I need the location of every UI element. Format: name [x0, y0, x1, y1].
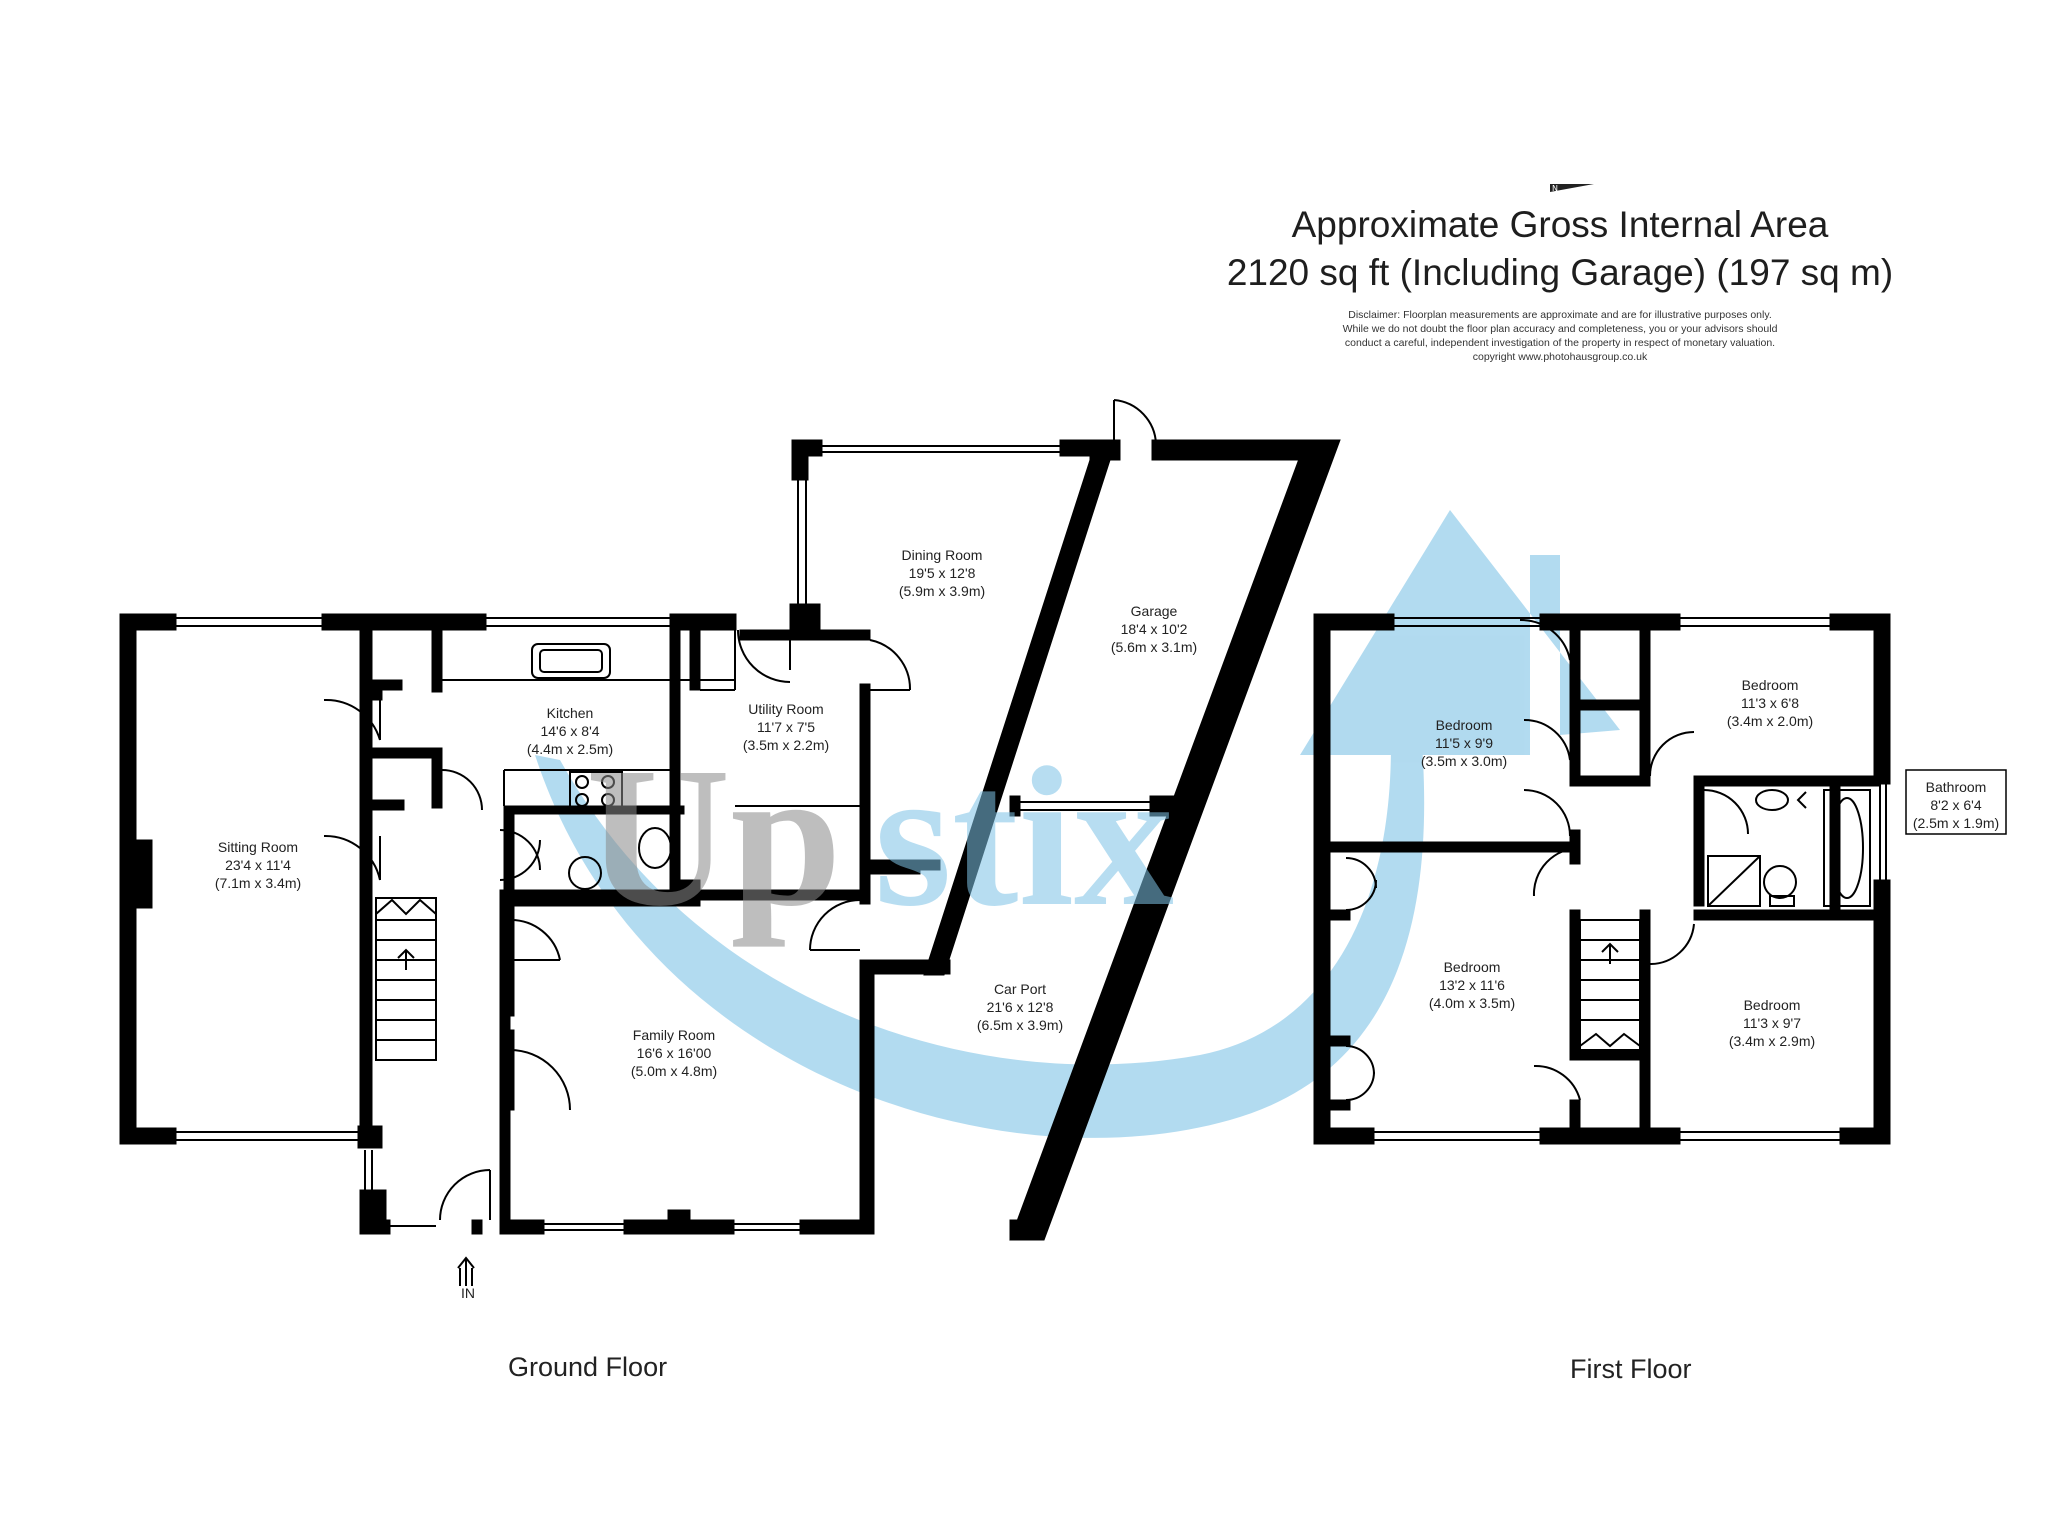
room-label-sitting-room: Sitting Room 23'4 x 11'4 (7.1m x 3.4m) — [215, 839, 301, 891]
svg-text:23'4 x 11'4: 23'4 x 11'4 — [225, 857, 291, 873]
room-label-car-port: Car Port 21'6 x 12'8 (6.5m x 3.9m) — [977, 981, 1063, 1033]
ground-staircase — [375, 897, 437, 1061]
svg-text:11'3 x 6'8: 11'3 x 6'8 — [1741, 695, 1799, 711]
svg-text:13'2 x 11'6: 13'2 x 11'6 — [1439, 977, 1505, 993]
area-title: Approximate Gross Internal Area — [1291, 204, 1829, 245]
svg-text:11'5 x 9'9: 11'5 x 9'9 — [1435, 735, 1493, 751]
first-floor-label: First Floor — [1570, 1354, 1692, 1384]
disclaimer-line: conduct a careful, independent investiga… — [1344, 337, 1776, 349]
svg-text:16'6 x 16'00: 16'6 x 16'00 — [637, 1045, 712, 1061]
svg-text:19'5 x 12'8: 19'5 x 12'8 — [909, 565, 976, 581]
svg-text:21'6 x 12'8: 21'6 x 12'8 — [987, 999, 1054, 1015]
svg-text:(7.1m x 3.4m): (7.1m x 3.4m) — [215, 875, 301, 891]
svg-text:Bedroom: Bedroom — [1444, 959, 1501, 975]
room-labels: Sitting Room 23'4 x 11'4 (7.1m x 3.4m) K… — [215, 547, 1999, 1301]
room-label-bedroom-1: Bedroom 11'5 x 9'9 (3.5m x 3.0m) — [1421, 717, 1507, 769]
north-compass-icon: N — [1550, 184, 1594, 193]
room-label-bathroom: Bathroom 8'2 x 6'4 (2.5m x 1.9m) — [1913, 779, 1999, 831]
svg-text:Bedroom: Bedroom — [1744, 997, 1801, 1013]
bathroom-fixtures — [1707, 789, 1871, 907]
svg-text:Bedroom: Bedroom — [1436, 717, 1493, 733]
svg-text:Garage: Garage — [1131, 603, 1178, 619]
room-label-bedroom-4: Bedroom 11'3 x 9'7 (3.4m x 2.9m) — [1729, 997, 1815, 1049]
room-label-bedroom-3: Bedroom 13'2 x 11'6 (4.0m x 3.5m) — [1429, 959, 1515, 1011]
disclaimer: Disclaimer: Floorplan measurements are a… — [1260, 308, 1860, 364]
svg-text:Utility Room: Utility Room — [748, 701, 823, 717]
disclaimer-line: While we do not doubt the floor plan acc… — [1342, 323, 1778, 335]
svg-text:8'2 x 6'4: 8'2 x 6'4 — [1930, 797, 1981, 813]
room-label-bedroom-2: Bedroom 11'3 x 6'8 (3.4m x 2.0m) — [1727, 677, 1813, 729]
svg-text:(5.9m x 3.9m): (5.9m x 3.9m) — [899, 583, 985, 599]
svg-text:14'6 x 8'4: 14'6 x 8'4 — [540, 723, 599, 739]
svg-text:(4.4m x 2.5m): (4.4m x 2.5m) — [527, 741, 613, 757]
ground-floor-label: Ground Floor — [508, 1352, 668, 1382]
disclaimer-line: Disclaimer: Floorplan measurements are a… — [1348, 309, 1772, 321]
svg-text:(5.0m x 4.8m): (5.0m x 4.8m) — [631, 1063, 717, 1079]
svg-text:Bathroom: Bathroom — [1926, 779, 1987, 795]
entrance-arrow-icon — [457, 1256, 475, 1286]
svg-text:Car Port: Car Port — [994, 981, 1046, 997]
watermark-text-gray: Up — [586, 727, 842, 948]
entrance-label: IN — [461, 1285, 475, 1301]
svg-text:(3.5m x 3.0m): (3.5m x 3.0m) — [1421, 753, 1507, 769]
svg-text:(3.5m x 2.2m): (3.5m x 2.2m) — [743, 737, 829, 753]
watermark-logo: Up stix — [586, 727, 1174, 948]
svg-text:(5.6m x 3.1m): (5.6m x 3.1m) — [1111, 639, 1197, 655]
room-label-garage: Garage 18'4 x 10'2 (5.6m x 3.1m) — [1111, 603, 1197, 655]
svg-text:(3.4m x 2.0m): (3.4m x 2.0m) — [1727, 713, 1813, 729]
room-label-kitchen: Kitchen 14'6 x 8'4 (4.4m x 2.5m) — [527, 705, 613, 757]
watermark-swoosh — [535, 510, 1620, 1138]
svg-text:11'3 x 9'7: 11'3 x 9'7 — [1743, 1015, 1801, 1031]
first-floor-staircase — [1579, 919, 1641, 1051]
disclaimer-line: copyright www.photohausgroup.co.uk — [1472, 351, 1648, 363]
svg-text:11'7 x 7'5: 11'7 x 7'5 — [757, 719, 815, 735]
ground-doors — [323, 399, 1157, 1221]
svg-text:Kitchen: Kitchen — [547, 705, 594, 721]
svg-text:Family Room: Family Room — [633, 1027, 715, 1043]
svg-text:(3.4m x 2.9m): (3.4m x 2.9m) — [1729, 1033, 1815, 1049]
room-label-family-room: Family Room 16'6 x 16'00 (5.0m x 4.8m) — [631, 1027, 717, 1079]
svg-text:Sitting Room: Sitting Room — [218, 839, 298, 855]
compass-letter: N — [1552, 184, 1558, 193]
room-label-utility-room: Utility Room 11'7 x 7'5 (3.5m x 2.2m) — [743, 701, 829, 753]
area-subtitle: 2120 sq ft (Including Garage) (197 sq m) — [1226, 252, 1894, 293]
svg-text:Bedroom: Bedroom — [1742, 677, 1799, 693]
svg-text:(2.5m x 1.9m): (2.5m x 1.9m) — [1913, 815, 1999, 831]
room-label-dining-room: Dining Room 19'5 x 12'8 (5.9m x 3.9m) — [899, 547, 985, 599]
ground-floor-plan — [119, 399, 1341, 1286]
svg-text:(6.5m x 3.9m): (6.5m x 3.9m) — [977, 1017, 1063, 1033]
first-floor-plan — [1313, 613, 2007, 1145]
svg-text:18'4 x 10'2: 18'4 x 10'2 — [1121, 621, 1188, 637]
svg-text:Dining Room: Dining Room — [902, 547, 983, 563]
watermark-text-blue: stix — [874, 727, 1174, 948]
first-floor-doors — [1345, 618, 1807, 1101]
svg-text:(4.0m x 3.5m): (4.0m x 3.5m) — [1429, 995, 1515, 1011]
